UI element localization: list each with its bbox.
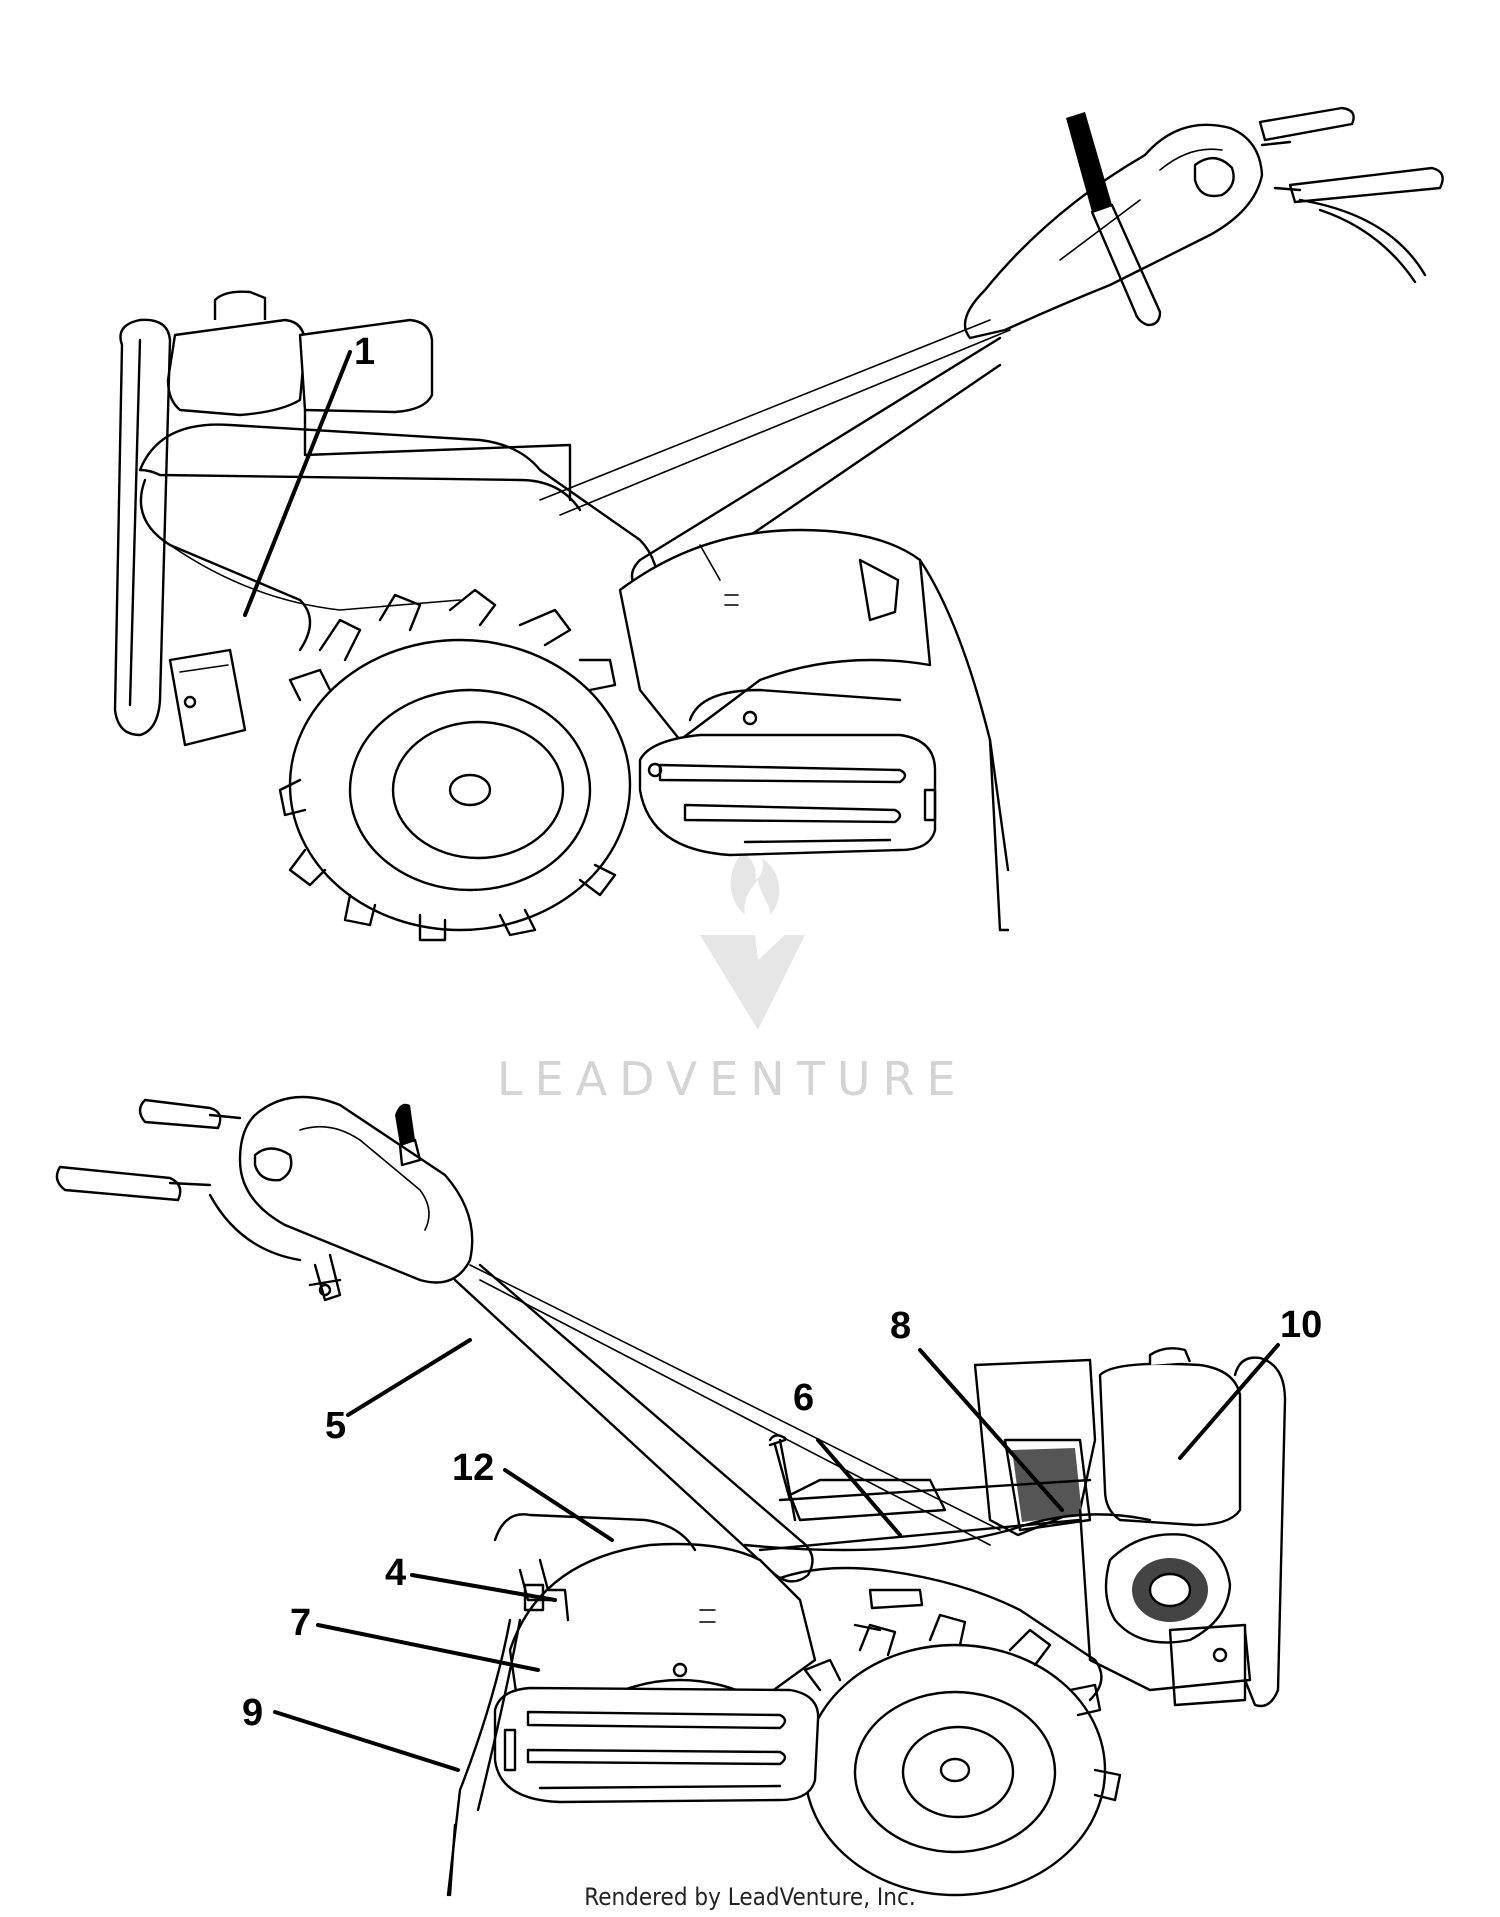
callout-labels: 1 4 5 6 7 8 9 10 12 bbox=[242, 331, 1322, 1734]
callout-8[interactable]: 8 bbox=[890, 1305, 911, 1347]
callout-7[interactable]: 7 bbox=[290, 1602, 311, 1644]
callout-4[interactable]: 4 bbox=[385, 1552, 406, 1594]
callout-12[interactable]: 12 bbox=[452, 1447, 494, 1489]
callout-1[interactable]: 1 bbox=[354, 331, 375, 373]
callout-9[interactable]: 9 bbox=[242, 1692, 263, 1734]
leader-line-6 bbox=[816, 1438, 902, 1537]
tiller-view-bottom bbox=[55, 1095, 1287, 1897]
leader-line-9 bbox=[273, 1710, 460, 1772]
leader-line-5 bbox=[346, 1338, 472, 1417]
callout-10[interactable]: 10 bbox=[1280, 1304, 1322, 1346]
leader-line-4 bbox=[410, 1573, 557, 1602]
leader-line-1 bbox=[243, 350, 352, 617]
flame-v-logo-icon bbox=[700, 852, 805, 1030]
watermark-brand: LEADVENTURE bbox=[497, 1052, 968, 1106]
leader-line-12 bbox=[503, 1468, 614, 1542]
leader-line-8 bbox=[918, 1348, 1064, 1512]
callout-6[interactable]: 6 bbox=[793, 1377, 814, 1419]
callout-5[interactable]: 5 bbox=[325, 1405, 346, 1447]
leader-line-10 bbox=[1178, 1343, 1280, 1460]
footer-credit: Rendered by LeadVenture, Inc. bbox=[584, 1883, 915, 1911]
watermark: LEADVENTURE bbox=[497, 852, 968, 1106]
tiller-view-top bbox=[113, 106, 1444, 942]
leader-line-7 bbox=[316, 1623, 540, 1672]
